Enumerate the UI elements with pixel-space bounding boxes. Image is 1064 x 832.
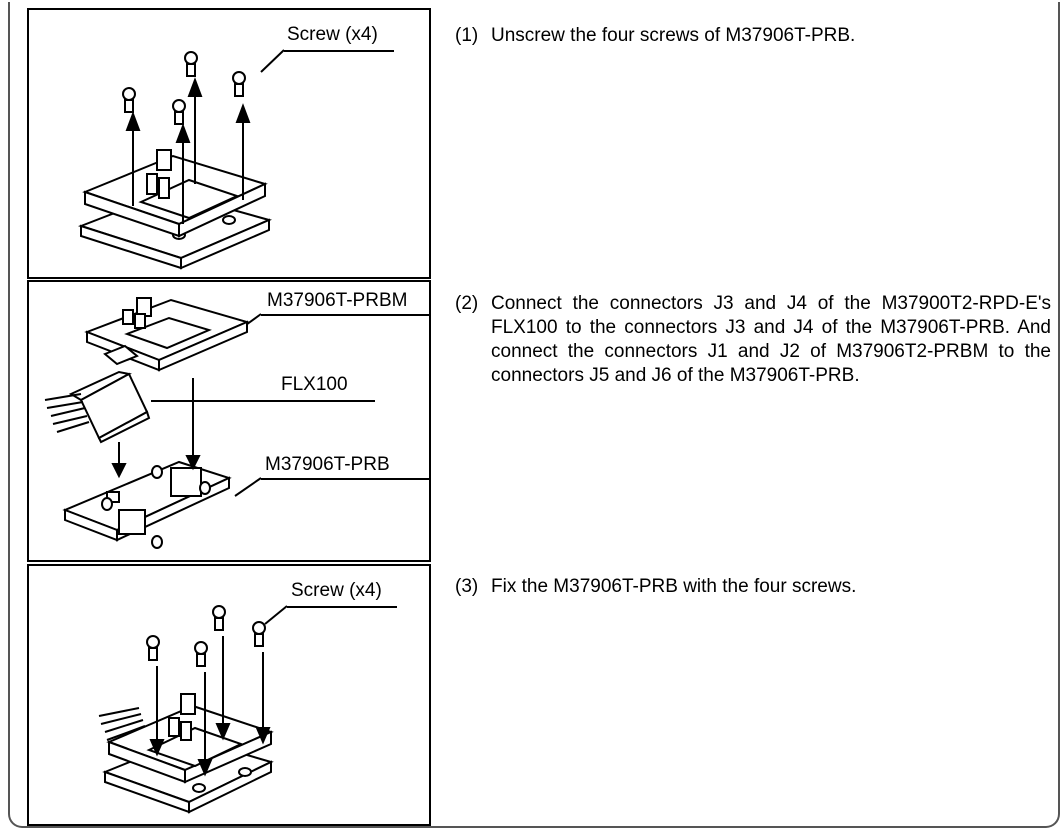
label-underline [261,478,429,480]
page-frame [8,2,1060,828]
label-underline [287,606,397,608]
screw-label: Screw (x4) [287,24,378,45]
step-text: Connect the connectors J3 and J4 of the … [491,293,1051,386]
step-text: Unscrew the four screws of M37906T-PRB. [491,25,856,46]
flx100-label: FLX100 [281,374,348,395]
unscrew-illustration [77,49,285,270]
step-text: Fix the M37906T-PRB with the four screws… [491,576,857,597]
illustration-panel-1: Screw (x4) [27,8,431,279]
step-number: (2) [455,293,479,314]
label-underline [261,314,429,316]
connection-illustration [44,297,262,549]
illustration-panel-2: M37906T-PRBM FLX100 M37906T-PRB [27,280,431,562]
illustration-panel-3: Screw (x4) [27,564,431,826]
prbm-label: M37906T-PRBM [267,290,408,311]
label-underline [151,400,375,402]
step-number: (1) [455,25,479,46]
prb-label: M37906T-PRB [265,454,390,475]
screw-icon [122,87,136,113]
label-underline [284,50,394,52]
fix-screws-illustration [98,605,288,814]
screw-label: Screw (x4) [291,580,382,601]
step-number: (3) [455,576,479,597]
